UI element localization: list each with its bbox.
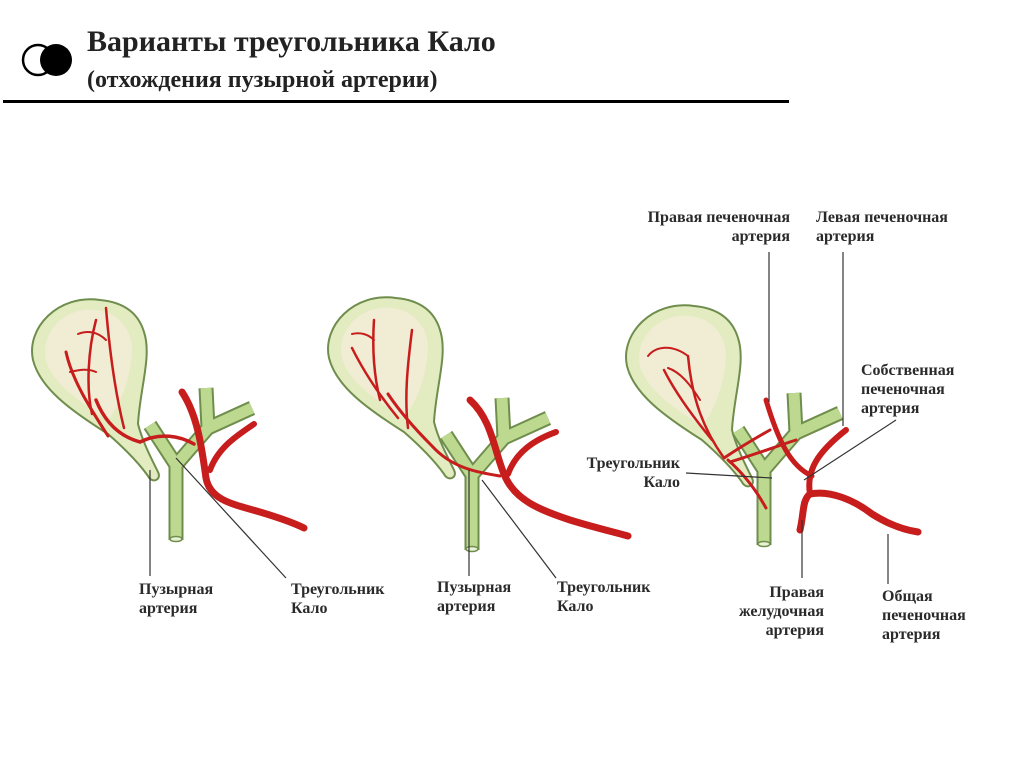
variant-3-illustration <box>625 304 922 546</box>
label-leader-lines <box>149 252 897 584</box>
page-title: Варианты треугольника Кало <box>87 25 496 58</box>
logo-icon <box>21 43 72 77</box>
variant-1-arteries <box>64 306 308 532</box>
header-divider <box>3 100 789 103</box>
variant-2-arteries <box>350 318 632 540</box>
variant-1-illustration <box>31 298 308 541</box>
variant-3-arteries <box>647 346 922 536</box>
page-subtitle: (отхождения пузырной артерии) <box>87 67 438 93</box>
variant-2-illustration <box>327 296 632 551</box>
